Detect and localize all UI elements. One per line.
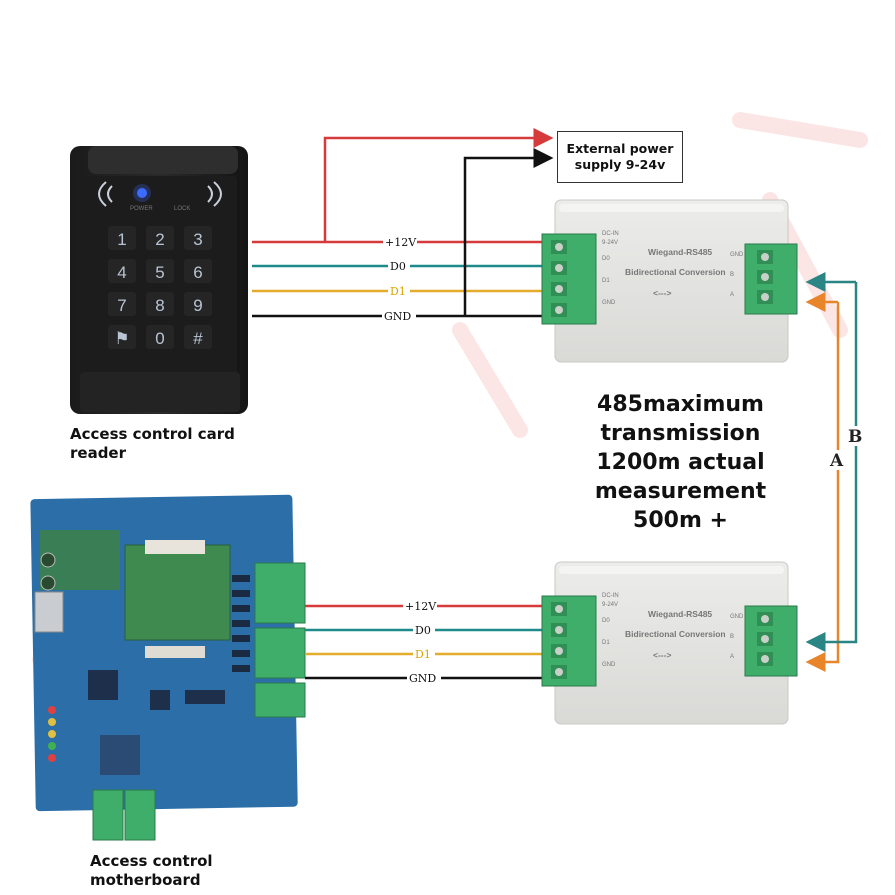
distance-note: 485maximum transmission 1200m actual mea…	[594, 392, 767, 533]
access-control-motherboard	[30, 494, 306, 841]
terminal-screw-head	[555, 626, 563, 634]
input-pin-label: D1	[602, 278, 610, 284]
rs485-pin-label: A	[730, 292, 734, 298]
input-pin-label: D1	[602, 640, 610, 646]
terminal-screw-head	[555, 243, 563, 251]
converter-highlight	[559, 204, 784, 212]
card-reader-label: Access control card reader	[70, 425, 235, 462]
input-pin-label: DC-IN	[602, 231, 619, 237]
board-wires	[305, 604, 550, 680]
input-pin-label: D0	[602, 618, 610, 624]
board-wire-labels: +12V D0 D1 GND	[403, 599, 441, 685]
keypad-key	[108, 259, 136, 283]
keypad-key-label: 0	[155, 329, 164, 348]
converter-subtitle: Bidirectional Conversion	[625, 267, 726, 277]
input-pin-label: D0	[602, 256, 610, 262]
terminal-screw-head	[761, 615, 769, 623]
terminal-screw-head	[555, 264, 563, 272]
keypad-key-label: #	[193, 329, 203, 348]
rs485-bus	[805, 272, 858, 672]
board-terminal-blocks	[92, 562, 306, 841]
wire-label-gnd-bottom: GND	[409, 672, 436, 685]
input-pin-label: 9-24V	[602, 602, 618, 608]
rs485-pin-label: B	[730, 272, 734, 278]
blue-led-icon	[137, 188, 147, 198]
converter-top: DC-IN9-24VD0D1GNDGNDBAWiegand-RS485Bidir…	[541, 199, 798, 363]
keypad-key	[146, 292, 174, 316]
keypad-key	[146, 325, 174, 349]
input-pin-label: DC-IN	[602, 593, 619, 599]
rs485-pin-label: GND	[730, 252, 744, 258]
terminal-screw-head	[555, 285, 563, 293]
keypad-key-label: 3	[193, 230, 202, 249]
keypad-key	[108, 226, 136, 250]
converter-bottom: DC-IN9-24VD0D1GNDGNDBAWiegand-RS485Bidir…	[541, 561, 798, 725]
terminal-screw-head	[761, 635, 769, 643]
keypad-key	[184, 226, 212, 250]
keypad-key-label: 7	[117, 296, 126, 315]
terminal-screw-head	[555, 647, 563, 655]
terminal-screw-head	[761, 253, 769, 261]
keypad-key-label: 2	[155, 230, 164, 249]
keypad-key	[146, 259, 174, 283]
wire-label-12v-bottom: +12V	[405, 600, 437, 613]
input-pin-label: GND	[602, 662, 616, 668]
wire-label-d1: D1	[390, 285, 406, 298]
power-status-text: POWER	[130, 206, 153, 212]
keypad-key-label: 6	[193, 263, 202, 282]
converter-title: Wiegand-RS485	[648, 247, 712, 257]
keypad-key	[146, 226, 174, 250]
lock-status-text: LOCK	[174, 206, 190, 212]
keypad-key-label: 1	[117, 230, 126, 249]
converter-arrow: <--->	[653, 650, 671, 660]
wire-label-gnd: GND	[384, 310, 411, 323]
keypad-key	[108, 325, 136, 349]
wire-label-12v: +12V	[385, 236, 417, 249]
motherboard-label: Access control motherboard	[90, 852, 213, 889]
wire-label-d0: D0	[390, 260, 406, 273]
terminal-screw-head	[555, 306, 563, 314]
power-supply-label: External power supply 9-24v	[566, 141, 674, 172]
reader-wire-labels: +12V D0 D1 GND	[382, 235, 417, 323]
input-pin-label: 9-24V	[602, 240, 618, 246]
status-leds	[48, 706, 56, 762]
wire-label-d1-bottom: D1	[415, 648, 431, 661]
keypad-key-label: 5	[155, 263, 164, 282]
input-pin-label: GND	[602, 300, 616, 306]
bus-label-a: A	[829, 451, 844, 471]
keypad-key	[184, 292, 212, 316]
converter-highlight	[559, 566, 784, 574]
converter-arrow: <--->	[653, 288, 671, 298]
input-terminal-block	[541, 233, 597, 325]
terminal-screw-head	[761, 293, 769, 301]
terminal-screw-head	[555, 605, 563, 613]
keypad-key-label: 8	[155, 296, 164, 315]
terminal-screw-head	[761, 273, 769, 281]
keypad-icon: 1 2 3 4 5 6 7 8 9 ⚑ 0 #	[108, 226, 212, 349]
terminal-screw-head	[761, 655, 769, 663]
keypad-key	[184, 259, 212, 283]
rs485-pin-label: GND	[730, 614, 744, 620]
wire-label-d0-bottom: D0	[415, 624, 431, 637]
rs485-pin-label: A	[730, 654, 734, 660]
rs485-pin-label: B	[730, 634, 734, 640]
rfid-indicator	[98, 181, 222, 207]
terminal-screw-head	[555, 668, 563, 676]
card-reader: POWER LOCK 1 2 3 4 5 6 7 8 9 ⚑ 0 #	[70, 146, 248, 414]
bus-label-b: B	[848, 427, 862, 447]
keypad-key-label: 4	[117, 263, 126, 282]
keypad-key	[184, 325, 212, 349]
external-power-supply-box: External power supply 9-24v	[557, 131, 683, 183]
keypad-key-label: 9	[193, 296, 202, 315]
keypad-key-label: ⚑	[114, 329, 129, 348]
input-terminal-block	[541, 595, 597, 687]
keypad-key	[108, 292, 136, 316]
converter-subtitle: Bidirectional Conversion	[625, 629, 726, 639]
converter-title: Wiegand-RS485	[648, 609, 712, 619]
